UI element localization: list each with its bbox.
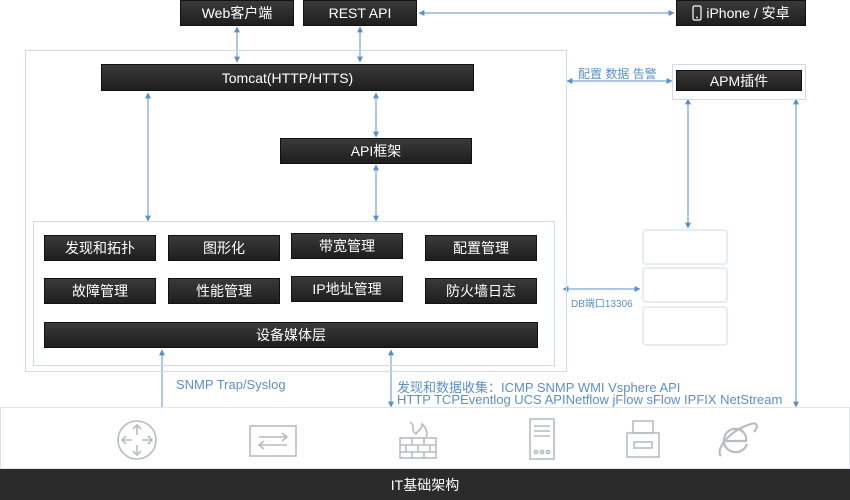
apm-panel — [672, 64, 806, 100]
api-framework-label: API框架 — [350, 143, 402, 159]
server-icon — [529, 418, 555, 460]
module-label: IP地址管理 — [312, 281, 382, 297]
module-ip-address: IP地址管理 — [291, 276, 403, 302]
apm-link-label: 配置 数据 告警 — [578, 67, 657, 81]
module-fault: 故障管理 — [44, 278, 156, 304]
device-media-layer: 设备媒体层 — [44, 322, 538, 348]
module-label: 图形化 — [203, 240, 245, 256]
rest-api-box: REST API — [303, 0, 417, 26]
infrastructure-bar: IT基础架构 — [0, 469, 850, 500]
module-label: 故障管理 — [72, 283, 128, 299]
web-client-label: Web客户端 — [201, 5, 273, 21]
printer-icon — [626, 420, 660, 458]
collection-line-2: HTTP TCPEventlog UCS APINetflow jFlow sF… — [397, 392, 783, 407]
module-bandwidth: 带宽管理 — [291, 233, 403, 259]
module-label: 性能管理 — [196, 283, 252, 299]
apm-plugin-box: APM插件 — [676, 70, 802, 91]
mobile-label: iPhone / 安卓 — [706, 5, 790, 21]
snmp-trap-label: SNMP Trap/Syslog — [176, 377, 286, 392]
web-client-box: Web客户端 — [180, 0, 294, 26]
device-media-layer-label: 设备媒体层 — [256, 327, 326, 343]
module-label: 配置管理 — [453, 240, 509, 256]
module-label: 发现和拓扑 — [65, 240, 135, 256]
phone-icon — [692, 5, 702, 21]
module-label: 防火墙日志 — [446, 283, 516, 299]
switch-icon — [249, 425, 297, 457]
apm-plugin-label: APM插件 — [709, 72, 769, 89]
api-framework-box: API框架 — [280, 138, 472, 164]
browser-icon — [718, 422, 758, 457]
module-discovery: 发现和拓扑 — [44, 235, 156, 261]
modules-panel — [33, 221, 555, 366]
tomcat-label: Tomcat(HTTP/HTTS) — [221, 69, 354, 86]
db-cell-middle — [642, 267, 728, 303]
module-graphics: 图形化 — [168, 235, 280, 261]
db-cell-bottom — [642, 306, 728, 346]
module-firewall-log: 防火墙日志 — [425, 278, 537, 304]
firewall-icon — [399, 421, 437, 459]
router-icon — [117, 420, 157, 460]
server-panel — [25, 50, 567, 372]
mobile-box: iPhone / 安卓 — [676, 0, 806, 26]
tomcat-box: Tomcat(HTTP/HTTS) — [101, 64, 474, 91]
collection-line-1: 发现和数据收集：ICMP SNMP WMI Vsphere API — [397, 380, 681, 395]
db-cell-top — [642, 229, 728, 265]
rest-api-label: REST API — [328, 5, 392, 21]
infrastructure-label: IT基础架构 — [390, 476, 460, 493]
module-performance: 性能管理 — [168, 278, 280, 304]
module-label: 带宽管理 — [319, 238, 375, 254]
module-config: 配置管理 — [425, 235, 537, 261]
db-port-label: DB端口13306 — [571, 299, 633, 310]
